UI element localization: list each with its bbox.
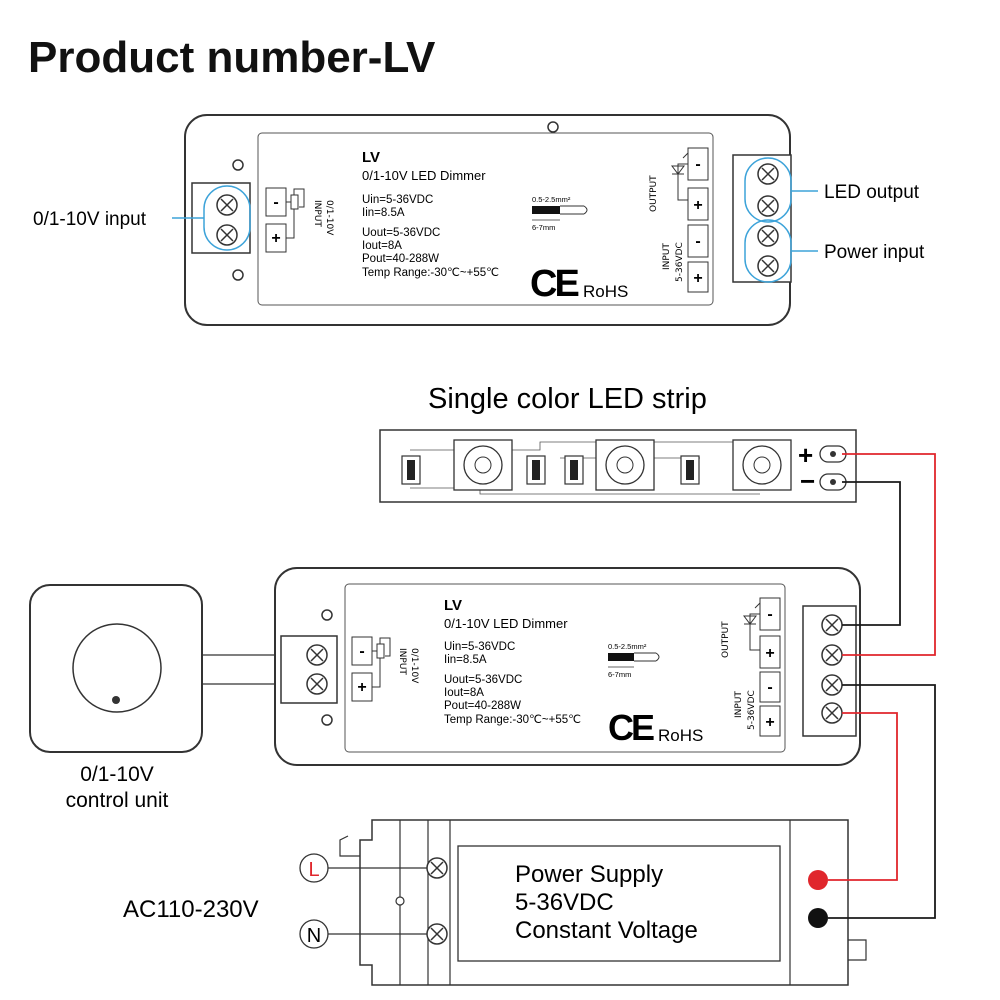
control-unit[interactable]	[29, 584, 203, 753]
device-top-model: LV	[362, 149, 380, 166]
svg-text:Temp Range:-30℃~+55℃: Temp Range:-30℃~+55℃	[444, 714, 581, 726]
device-top-uin: Uin=5-36VDC	[362, 194, 433, 206]
live-symbol: L	[308, 859, 319, 881]
device-main-subtitle: 0/1-10V LED Dimmer	[444, 616, 568, 631]
rohs-mark: RoHS	[658, 726, 703, 745]
svg-text:-: -	[767, 679, 772, 696]
svg-text:6-7mm: 6-7mm	[608, 670, 631, 679]
device-main: - + INPUT 0/1-10V LV 0/1-10V LED Dimmer …	[274, 567, 861, 766]
svg-text:6-7mm: 6-7mm	[532, 223, 555, 232]
control-wires	[202, 654, 283, 685]
device-top-subtitle: 0/1-10V LED Dimmer	[362, 168, 486, 183]
device-top-power-label: INPUT	[662, 243, 672, 270]
callout-ovals	[172, 157, 818, 283]
svg-text:INPUT: INPUT	[734, 691, 744, 718]
psu-label-line3: Constant Voltage	[515, 917, 698, 944]
psu-label-line1: Power Supply	[515, 861, 663, 888]
ac-voltage-label: AC110-230V	[123, 896, 259, 923]
led-chip	[453, 439, 513, 491]
svg-text:+: +	[765, 645, 774, 662]
device-top: - + INPUT 0/1-10V LV 0/1-10V LED Dimmer …	[184, 114, 792, 326]
control-unit-label-line2: control unit	[66, 789, 169, 812]
svg-text:0.5-2.5mm²: 0.5-2.5mm²	[608, 642, 647, 651]
main-dim-input-terminal[interactable]	[280, 635, 338, 704]
dimmer-knob[interactable]	[72, 623, 162, 713]
svg-text:-: -	[695, 233, 700, 250]
svg-text:Uout=5-36VDC: Uout=5-36VDC	[444, 674, 522, 686]
psu-negative-terminal	[808, 908, 828, 928]
callout-power-input: Power input	[824, 242, 925, 263]
potentiometer-icon	[286, 188, 305, 239]
svg-text:-: -	[695, 156, 700, 173]
svg-text:+: +	[693, 197, 702, 214]
svg-text:+: +	[693, 270, 702, 287]
device-top-uout: Uout=5-36VDC	[362, 227, 440, 239]
device-top-iout: Iout=8A	[362, 240, 402, 252]
callout-led-output: LED output	[824, 182, 920, 203]
svg-text:INPUT: INPUT	[397, 648, 407, 675]
negative-wires	[828, 481, 936, 919]
control-unit-label-line1: 0/1-10V	[80, 763, 154, 786]
svg-text:Iout=8A: Iout=8A	[444, 687, 484, 699]
strip-minus-sign: −	[800, 466, 815, 496]
led-output-icon	[671, 152, 689, 201]
page-title: Product number-LV	[28, 33, 436, 82]
strip-title: Single color LED strip	[428, 383, 707, 415]
device-top-temp: Temp Range:-30℃~+55℃	[362, 267, 499, 279]
svg-text:-: -	[359, 643, 364, 660]
neutral-symbol: N	[307, 925, 321, 947]
svg-text:+: +	[357, 679, 366, 696]
mounting-hole	[547, 121, 559, 133]
ce-mark: CE	[608, 707, 654, 748]
device-top-power-range: 5-36VDC	[675, 242, 685, 282]
device-top-output-label: OUTPUT	[649, 175, 659, 212]
svg-text:5-36VDC: 5-36VDC	[747, 690, 757, 730]
svg-text:Pout=40-288W: Pout=40-288W	[444, 700, 521, 712]
svg-text:OUTPUT: OUTPUT	[721, 621, 731, 658]
svg-text:+: +	[765, 714, 774, 731]
ce-mark: CE	[530, 263, 578, 305]
device-top-label-panel	[257, 132, 714, 306]
wire-strip-icon: 0.5-2.5mm² 6-7mm	[532, 195, 588, 232]
wire-strip-icon: 0.5-2.5mm² 6-7mm	[608, 642, 660, 679]
psu-positive-terminal	[808, 870, 828, 890]
led-chip	[732, 439, 792, 491]
svg-text:Uin=5-36VDC: Uin=5-36VDC	[444, 641, 515, 653]
svg-text:Iin=8.5A: Iin=8.5A	[444, 654, 487, 666]
mounting-hole	[232, 269, 244, 281]
led-chip	[595, 439, 655, 491]
device-top-iin: Iin=8.5A	[362, 207, 405, 219]
callout-dim-input: 0/1-10V input	[33, 209, 147, 230]
positive-wires	[828, 453, 936, 881]
svg-text:-: -	[767, 606, 772, 623]
input-minus-sign: -	[273, 194, 278, 211]
device-main-model: LV	[444, 597, 462, 614]
svg-text:0/1-10V: 0/1-10V	[409, 648, 419, 684]
device-top-input-range: 0/1-10V	[324, 200, 334, 236]
psu-label-line2: 5-36VDC	[515, 889, 614, 916]
input-plus-sign: +	[271, 230, 280, 247]
power-supply	[339, 819, 867, 986]
device-top-input-label: INPUT	[312, 200, 322, 227]
mounting-hole	[232, 159, 244, 171]
device-top-pout: Pout=40-288W	[362, 253, 439, 265]
rohs-mark: RoHS	[583, 282, 628, 301]
strip-plus-sign: +	[798, 440, 813, 470]
svg-text:0.5-2.5mm²: 0.5-2.5mm²	[532, 195, 571, 204]
ac-input	[299, 853, 427, 949]
led-strip	[379, 429, 857, 503]
